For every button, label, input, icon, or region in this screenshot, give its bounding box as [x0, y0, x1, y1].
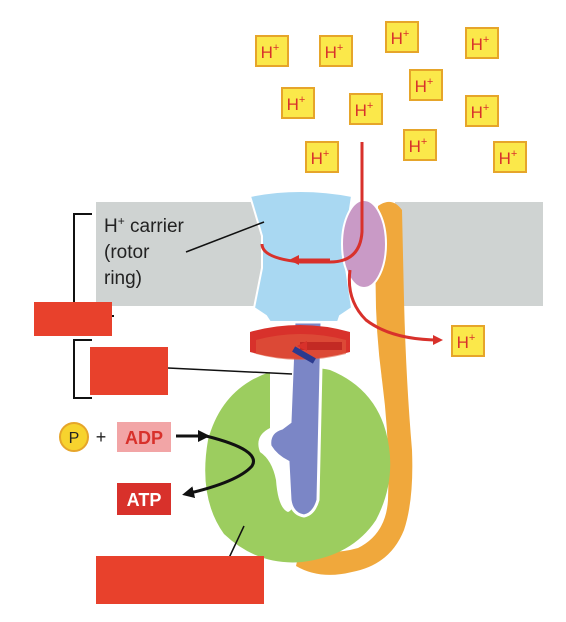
carrier-label-line2: (rotor	[104, 242, 150, 263]
membrane-band-left	[96, 202, 261, 306]
proton-path-out	[347, 269, 443, 345]
proton-box: H+	[385, 21, 419, 53]
proton-box: H+	[281, 87, 315, 119]
proton-box: H+	[409, 69, 443, 101]
atp-box	[117, 483, 171, 515]
bracket-upper	[73, 213, 92, 312]
membrane-band-right	[395, 202, 543, 306]
carrier-label: H+ carrier	[104, 214, 185, 237]
atp-label: ATP	[127, 490, 162, 510]
proton-box: H+	[255, 35, 289, 67]
catalytic-knob	[205, 368, 391, 563]
bracket-lower	[73, 339, 92, 399]
proton-box: H+	[319, 35, 353, 67]
proton-box: H+	[465, 95, 499, 127]
hidden-label-stator	[34, 302, 112, 336]
plus-sign: +	[96, 427, 107, 447]
knob-leader-line	[227, 525, 245, 561]
stator-subunit	[341, 199, 387, 289]
proton-box: H+	[493, 141, 527, 173]
proton-cluster: H+H+H+H+H+H+H+H+H+H+H+H+	[255, 21, 527, 357]
carrier-leader-line	[185, 221, 265, 253]
proton-path-in	[260, 142, 364, 264]
hidden-label-rod	[90, 347, 168, 395]
proton-box: H+	[349, 93, 383, 125]
carrier-label-line3: ring)	[104, 268, 142, 289]
phosphate-circle	[59, 422, 89, 452]
atp-out-arrow	[182, 434, 255, 499]
adp-box	[117, 422, 171, 452]
proton-box: H+	[403, 129, 437, 161]
rotor-ring	[248, 190, 354, 323]
proton-box: H+	[305, 141, 339, 173]
peripheral-stalk	[296, 201, 413, 575]
central-rod	[268, 320, 324, 518]
hidden-label-knob	[96, 556, 264, 604]
rod-highlight	[292, 346, 316, 364]
adp-label: ADP	[125, 428, 163, 448]
proton-box: H+	[465, 27, 499, 59]
proton-box: H+	[451, 325, 485, 357]
phosphate-label: P	[69, 430, 80, 447]
rod-leader-line	[167, 367, 293, 375]
